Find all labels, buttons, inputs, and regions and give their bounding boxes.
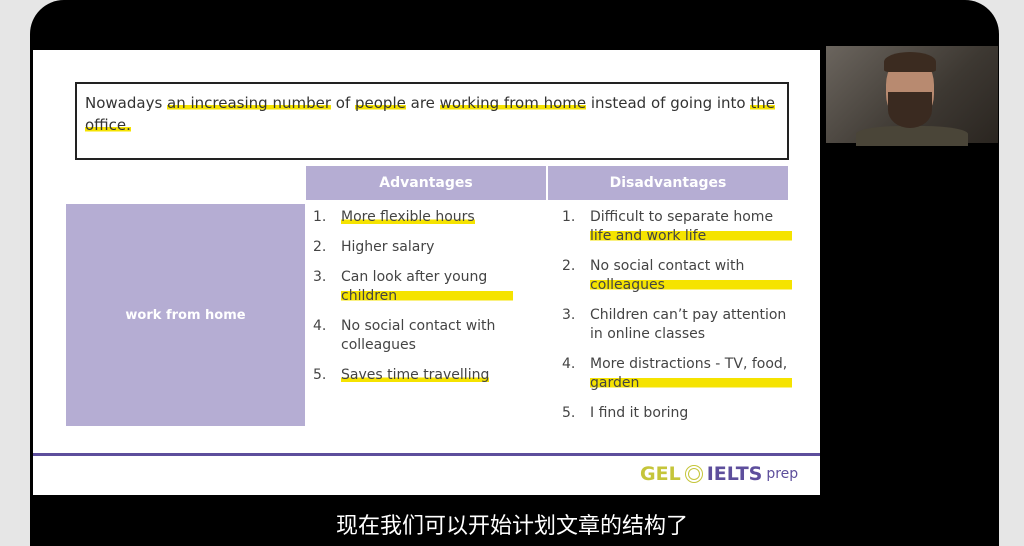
header-advantages: Advantages [306, 166, 546, 200]
disadvantages-item: 4. More distractions - TV, food, garden [562, 355, 792, 393]
prompt-text: people [355, 94, 406, 112]
advantages-item: 2. Higher salary [313, 238, 513, 257]
item-text: Children can’t pay attention in online c… [590, 307, 787, 342]
item-number: 5. [562, 405, 576, 421]
disadvantages-item: 2. No social contact with colleagues [562, 257, 792, 295]
item-number: 3. [562, 307, 576, 323]
item-text: Higher salary [341, 239, 435, 255]
logo-ielts: IELTS [706, 463, 763, 485]
item-number: 3. [313, 269, 327, 285]
item-text: More flexible hours [341, 208, 475, 227]
item-text: Saves time travelling [341, 366, 490, 385]
prompt-text: Nowadays [85, 94, 168, 112]
item-number: 4. [562, 356, 576, 372]
item-number: 1. [562, 209, 576, 225]
item-number: 2. [562, 258, 576, 274]
advantages-item: 5. Saves time travelling [313, 366, 513, 385]
logo-gel: GEL [640, 463, 681, 485]
presenter-hair [884, 52, 936, 72]
disadvantages-item: 1. Difficult to separate home life and wo… [562, 208, 792, 246]
footer-bar [33, 453, 820, 456]
advantages-item: 4. No social contact with colleagues [313, 317, 513, 355]
item-text: Can look after young children [341, 268, 513, 306]
essay-prompt: Nowadays an increasing number of people … [75, 82, 789, 160]
item-number: 4. [313, 318, 327, 334]
item-text: No social contact with colleagues [341, 318, 496, 353]
webcam-feed [826, 46, 998, 146]
prompt-text: an increasing number [167, 94, 331, 112]
advantages-item: 3. Can look after young children [313, 268, 513, 306]
gel-ielts-logo: GEL IELTS prep [640, 463, 798, 485]
presenter-shoulders [856, 126, 968, 146]
header-disadvantages: Disadvantages [548, 166, 788, 200]
prompt-text: of [331, 94, 355, 112]
subtitle: 现在我们可以开始计划文章的结构了 [335, 514, 688, 539]
prompt-text: working from home [439, 94, 587, 112]
disadvantages-list: 1. Difficult to separate home life and wo… [562, 208, 792, 434]
swirl-icon [684, 465, 703, 483]
item-text: More distractions - TV, food, garden [590, 355, 792, 393]
disadvantages-item: 5. I find it boring [562, 404, 792, 423]
slide: Nowadays an increasing number of people … [33, 50, 820, 495]
item-text: Difficult to separate home life and work… [590, 208, 792, 246]
disadvantages-item: 3. Children can’t pay attention in online… [562, 306, 792, 344]
presenter-beard [888, 92, 932, 128]
advantages-item: 1. More flexible hours [313, 208, 513, 227]
logo-prep: prep [766, 466, 799, 482]
prompt-text: instead of going into [586, 94, 751, 112]
item-text: I find it boring [590, 405, 689, 421]
advantages-list: 1. More flexible hours 2. Higher salary 3. Ca… [313, 208, 513, 396]
item-number: 5. [313, 367, 327, 383]
row-label: work from home [66, 204, 305, 426]
item-number: 2. [313, 239, 327, 255]
item-number: 1. [313, 209, 327, 225]
item-text: No social contact with colleagues [590, 257, 792, 295]
prompt-text: are [405, 94, 440, 112]
